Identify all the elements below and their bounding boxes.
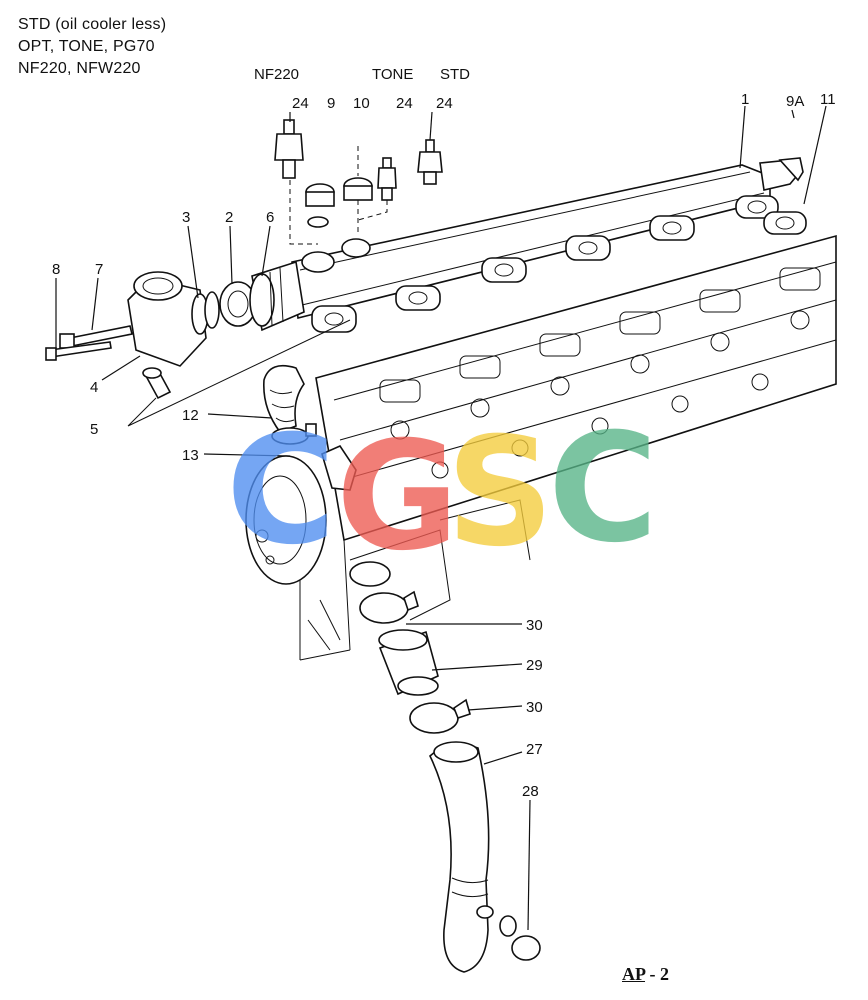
callout-6: 6: [266, 209, 274, 226]
callout-24-std: 24: [436, 95, 453, 112]
sheet-number: 2: [660, 964, 670, 984]
hose-clamp-30-lower: [409, 698, 471, 734]
watermark-logo: C G S C: [226, 402, 658, 584]
bypass-hose-12: [263, 364, 317, 445]
callout-27: 27: [526, 741, 543, 758]
hose-29: [378, 629, 439, 696]
callout-8: 8: [52, 261, 60, 278]
plug-28: [499, 915, 541, 961]
watermark-letter-s: S: [446, 406, 554, 580]
header-line-std: STD (oil cooler less): [18, 16, 167, 33]
sensor-tone: [377, 157, 397, 201]
sensor-std: [417, 139, 443, 185]
housing-6: [249, 260, 305, 332]
sensor-nf220: [274, 119, 304, 179]
callout-3: 3: [182, 209, 190, 226]
column-tone: TONE: [372, 66, 414, 83]
bolts-7-8: [45, 325, 133, 361]
callout-24-nf220: 24: [292, 95, 309, 112]
hose-clamp-30-upper: [359, 590, 419, 624]
callout-9a: 9A: [786, 93, 804, 110]
connector-ring: [349, 561, 391, 587]
callout-4: 4: [90, 379, 98, 396]
sheet-dash: -: [645, 964, 661, 984]
sheet-reference: AP - 2: [622, 964, 669, 985]
engine-block-front: [299, 499, 531, 661]
callout-13: 13: [182, 447, 199, 464]
assembly-guide-lines: [289, 146, 388, 245]
manifold-flanges: [311, 195, 807, 333]
callout-1: 1: [741, 91, 749, 108]
callout-11: 11: [820, 91, 836, 108]
watermark-letter-c1: C: [226, 404, 336, 578]
callout-29: 29: [526, 657, 543, 674]
plug-10: [343, 177, 373, 201]
callout-12: 12: [182, 407, 199, 424]
header-line-opt: OPT, TONE, PG70: [18, 38, 155, 55]
callout-7: 7: [95, 261, 103, 278]
plug-9: [305, 183, 335, 228]
column-std: STD: [440, 66, 470, 83]
watermark-letter-g: G: [336, 410, 459, 584]
hose-5: [142, 367, 172, 400]
water-pipe-27: [429, 741, 494, 973]
callout-30-lower: 30: [526, 699, 543, 716]
callout-2: 2: [225, 209, 233, 226]
callout-labels: 24 9 10 24 24 1 9A 11 3 2 6 8 7 4 5 12 1…: [52, 91, 836, 800]
column-nf220: NF220: [254, 66, 300, 83]
header-line-nf: NF220, NFW220: [18, 60, 141, 77]
sheet-code: AP: [622, 964, 646, 984]
callout-9: 9: [327, 95, 335, 112]
callout-10: 10: [353, 95, 370, 112]
callout-5: 5: [90, 421, 98, 438]
callout-28: 28: [522, 783, 539, 800]
callout-leader-lines: [55, 105, 827, 931]
thermostat-housing: [127, 271, 209, 367]
callout-24-tone: 24: [396, 95, 413, 112]
gasket-3: [204, 291, 220, 329]
watermark-letter-c2: C: [548, 402, 658, 576]
water-manifold: [291, 157, 804, 319]
callout-30-upper: 30: [526, 617, 543, 634]
